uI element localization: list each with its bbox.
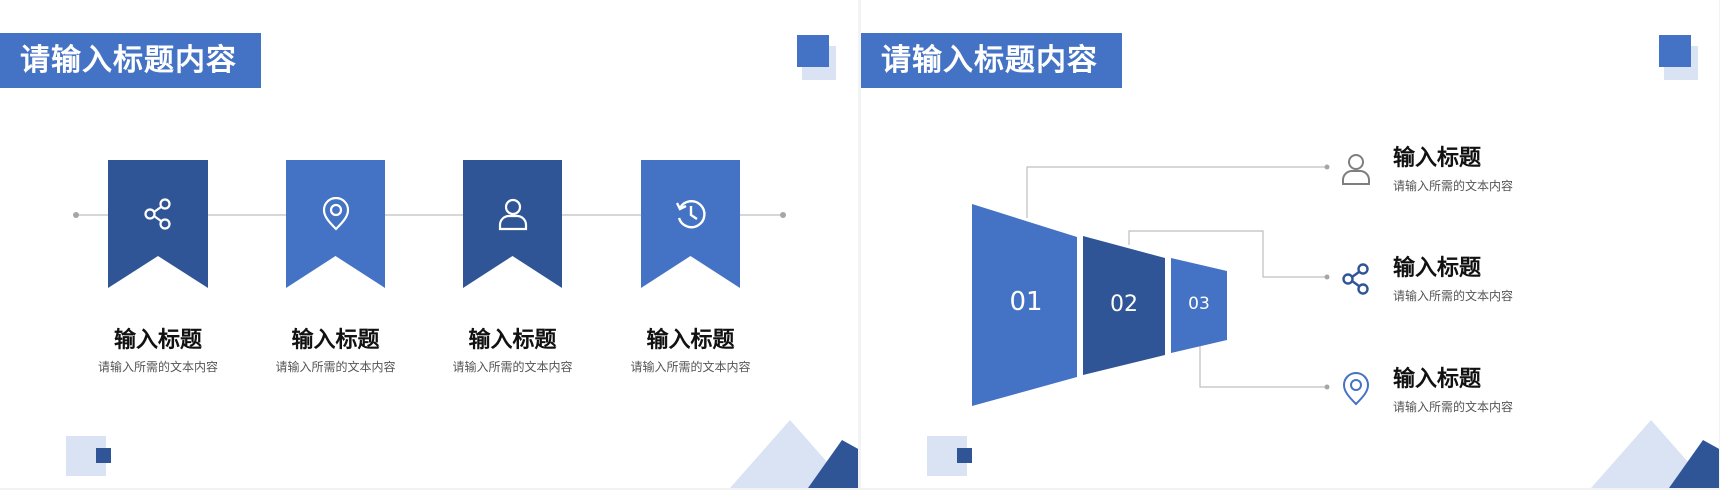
item-description: 请输入所需的文本内容 xyxy=(97,360,218,374)
page-title: 请输入标题内容 xyxy=(0,33,261,88)
funnel-label: 01 xyxy=(1009,287,1043,317)
funnel-segment-1 xyxy=(972,204,1077,406)
bookmark-2 xyxy=(286,160,385,288)
item-description: 请输入所需的文本内容 xyxy=(1393,289,1514,303)
location-pin-icon xyxy=(322,197,349,231)
share-icon xyxy=(1342,263,1369,295)
item-title: 输入标题 xyxy=(1393,256,1482,281)
item-title: 输入标题 xyxy=(291,328,380,353)
item-title: 输入标题 xyxy=(646,328,735,353)
funnel-segment-3 xyxy=(1171,258,1227,353)
user-icon xyxy=(1342,154,1370,185)
share-icon xyxy=(144,198,171,230)
item-title: 输入标题 xyxy=(1393,146,1482,171)
item-description: 请输入所需的文本内容 xyxy=(1393,179,1514,193)
user-icon xyxy=(498,198,527,231)
item-description: 请输入所需的文本内容 xyxy=(275,360,396,374)
bookmark-4 xyxy=(641,160,740,288)
funnel-label: 03 xyxy=(1188,294,1210,314)
funnel-label: 02 xyxy=(1110,292,1138,317)
item-description: 请输入所需的文本内容 xyxy=(452,360,573,374)
history-icon xyxy=(675,200,706,229)
item-title: 输入标题 xyxy=(468,328,557,353)
slide-right[interactable]: 请输入标题内容 01 02 03 输入标题 请输入所需的文本内容 输入标题 xyxy=(861,0,1719,488)
item-description: 请输入所需的文本内容 xyxy=(1393,400,1514,414)
funnel-segment-2 xyxy=(1083,236,1165,375)
bookmark-3 xyxy=(463,160,562,288)
item-description: 请输入所需的文本内容 xyxy=(630,360,751,374)
item-title: 输入标题 xyxy=(1393,367,1482,392)
item-title: 输入标题 xyxy=(113,328,202,353)
slide-left[interactable]: 请输入标题内容 xyxy=(0,0,858,488)
bookmark-1 xyxy=(108,160,208,288)
page-title: 请输入标题内容 xyxy=(861,33,1122,88)
location-pin-icon xyxy=(1342,372,1370,406)
slide-left-decoration xyxy=(66,35,858,488)
slide-right-decoration xyxy=(927,35,1719,488)
